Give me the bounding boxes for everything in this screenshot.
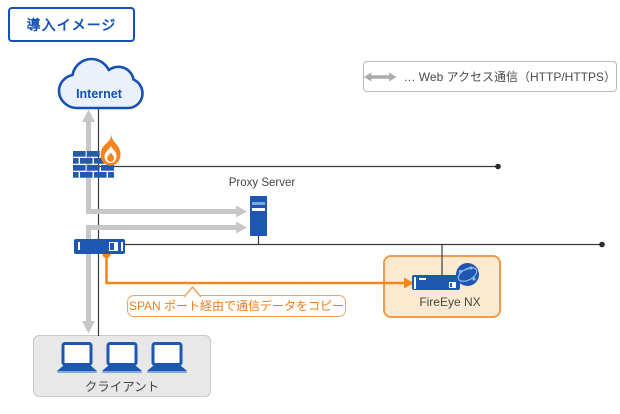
proxy-stripe [252,208,265,211]
globe-icon [455,262,480,287]
switch-panel [109,242,118,251]
appliance-chip [449,282,456,288]
laptop-icon [101,342,143,375]
span-note-label: SPAN ポート経由で通信データをコピー [128,299,345,313]
proxy-server-label: Proxy Server [228,177,296,189]
legend-box: … Web アクセス通信（HTTP/HTTPS） [363,61,617,92]
span-note-callout: SPAN ポート経由で通信データをコピー [127,294,346,317]
line-endpoint-dots [495,163,605,248]
laptop-icon [56,342,98,375]
page-title: 導入イメージ [8,7,135,42]
double-arrow-icon [364,72,397,81]
flame-icon [99,133,123,167]
proxy-server-icon [250,196,267,236]
internet-cloud-icon [54,54,144,112]
laptop-icon [146,342,188,375]
appliance-stripe [414,276,416,289]
legend-label: … Web アクセス通信（HTTP/HTTPS） [403,70,616,84]
fireeye-appliance-icon [412,275,460,290]
page-title-label: 導入イメージ [26,16,117,33]
internet-label: Internet [76,87,122,101]
span-callout-pointer [183,285,202,297]
clients-label: クライアント [84,380,160,394]
span-copy-arrow [102,249,414,289]
switch-port-tick [121,242,123,251]
proxy-stripe [252,202,265,205]
switch-port-tick [78,242,80,250]
appliance-dash [419,278,426,280]
switch-icon [74,239,125,254]
fireeye-label: FireEye NX [419,295,481,309]
